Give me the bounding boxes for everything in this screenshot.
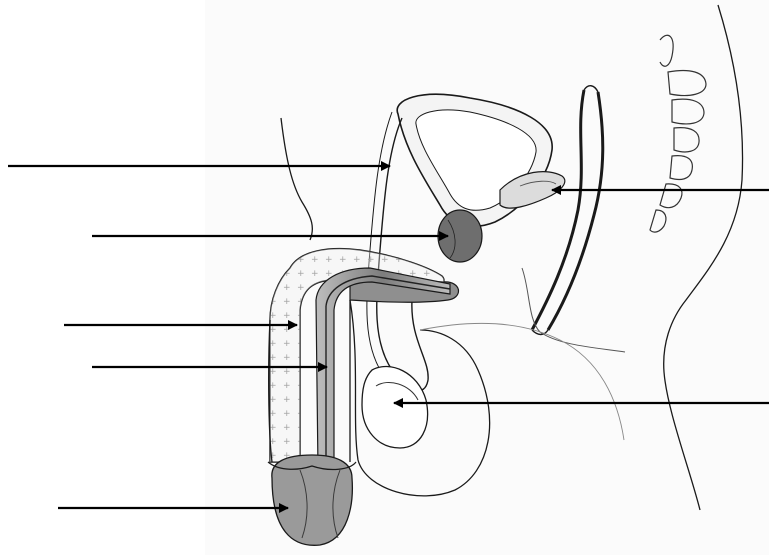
anatomy-diagram: + <box>0 0 769 555</box>
anatomy-drawing: + <box>0 0 769 555</box>
